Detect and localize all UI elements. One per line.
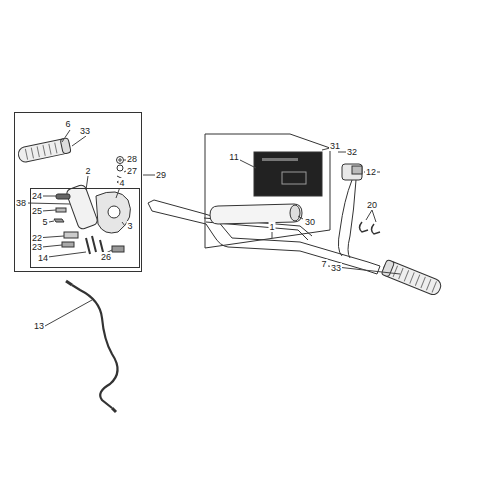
callout-number: 29 (155, 170, 167, 180)
callout-number: 27 (126, 166, 138, 176)
callout-number: 25 (31, 206, 43, 216)
callout-number: 12 (365, 167, 377, 177)
callout-number: 24 (31, 191, 43, 201)
callout-number: 32 (346, 147, 358, 157)
callout-number: 31 (329, 141, 341, 151)
callout-number: 1 (268, 222, 275, 232)
callout-number: 6 (64, 119, 71, 129)
callout-number: 3 (126, 221, 133, 231)
parts-group-box: 6332282743824255223231426 (14, 112, 142, 272)
callout-number: 28 (126, 154, 138, 164)
callout-number: 14 (37, 253, 49, 263)
callout-number: 33 (330, 263, 342, 273)
callout-number: 23 (31, 242, 43, 252)
callout-number: 38 (15, 198, 27, 208)
callout-number: 30 (304, 217, 316, 227)
callout-number: 13 (33, 321, 45, 331)
callout-number: 7 (320, 259, 327, 269)
callout-number: 4 (118, 178, 125, 188)
callout-number: 33 (79, 126, 91, 136)
callout-number: 20 (366, 200, 378, 210)
throttle-group-box: 24255223231426 (30, 188, 140, 268)
callout-number: 2 (84, 166, 91, 176)
callout-number: 26 (100, 252, 112, 262)
callout-number: 11 (228, 152, 239, 162)
callout-number: 5 (41, 217, 48, 227)
